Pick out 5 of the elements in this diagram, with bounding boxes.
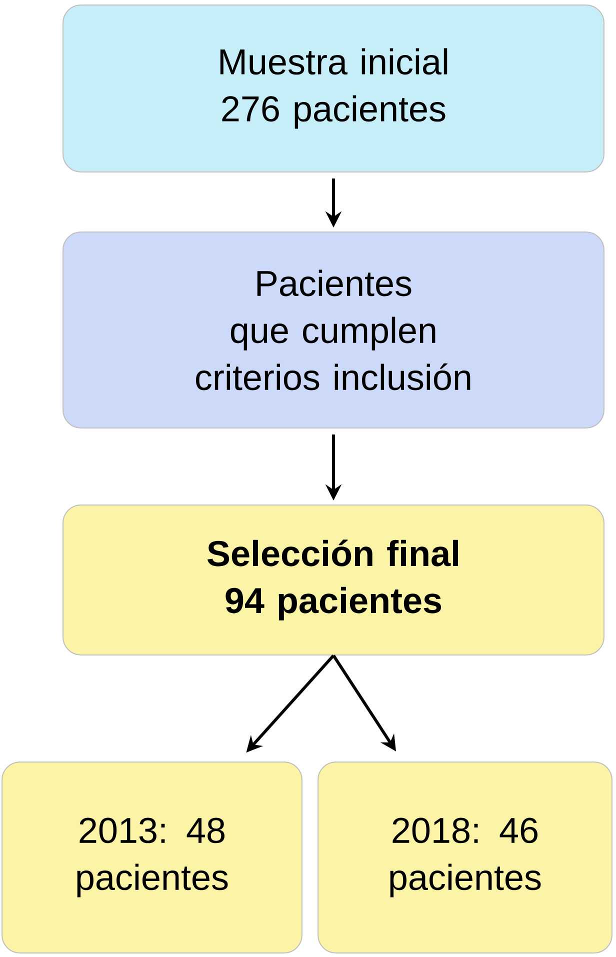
flow-box: 2013: 48 pacientes bbox=[2, 762, 302, 954]
flow-box: 2018: 46 pacientes bbox=[318, 762, 612, 954]
flow-box: Pacientes que cumplen criterios inclusión bbox=[62, 232, 604, 428]
flow-box: Selección final 94 pacientes bbox=[62, 504, 604, 656]
flow-box: Muestra inicial 276 pacientes bbox=[62, 4, 604, 172]
